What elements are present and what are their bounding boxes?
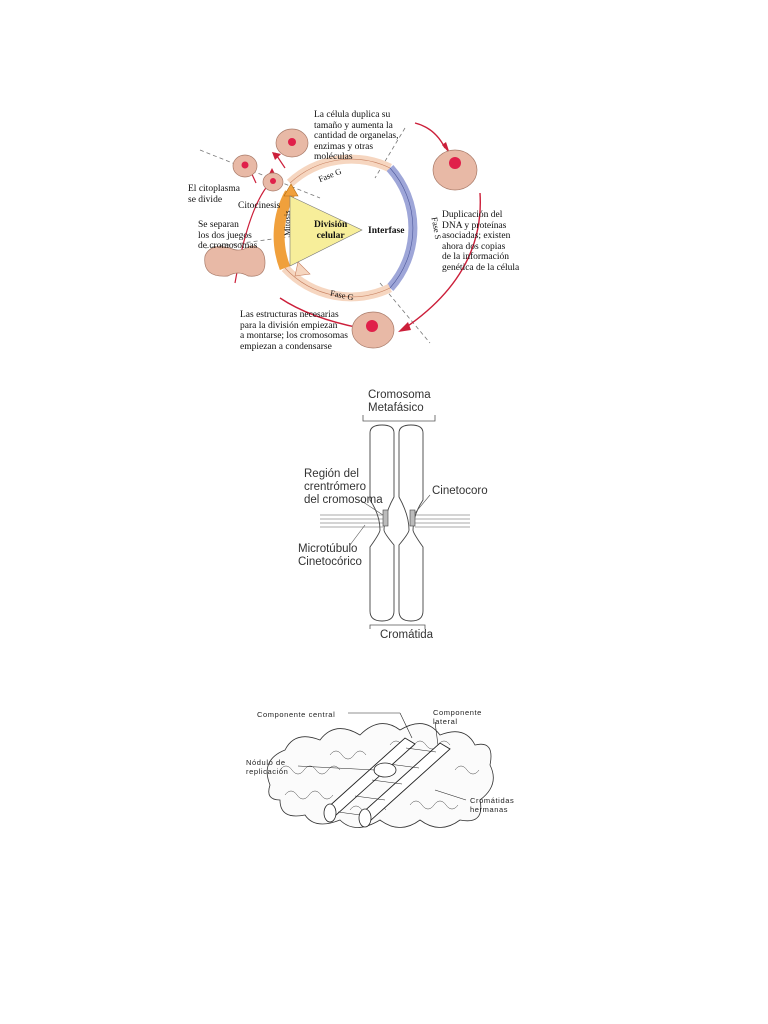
sister-chromatids-label: Cromátidas hermanas (470, 796, 515, 814)
interphase-label: Interfase (368, 226, 405, 236)
centromere-region-label: Región del crentrómero del cromosoma (304, 468, 383, 506)
structures-form-label: Las estructuras necesarias para la divis… (240, 310, 348, 352)
replication-node-label: Nódulo de replicación (246, 758, 289, 776)
cell-division-label: División celular (314, 220, 348, 241)
kinetochore-label: Cinetocoro (432, 485, 488, 497)
cytokinesis-label: Citocinesis (238, 201, 281, 211)
mitosis-label: Mitosis (282, 210, 292, 236)
cell-cycle-graphic (199, 122, 481, 349)
lateral-component-label: Componente lateral (433, 708, 482, 726)
cell-duplicates-label: La célula duplica su tamaño y aumenta la… (314, 110, 399, 162)
metaphase-chromosome-diagram: Cromosoma Metafásico Región del crentróm… (280, 385, 520, 645)
synaptonemal-graphic (266, 712, 494, 828)
synaptonemal-complex-diagram: Componente central Componente lateral Nó… (240, 700, 540, 840)
cytoplasm-divides-label: El citoplasma se divide (188, 184, 240, 205)
cell-cycle-diagram: La célula duplica su tamaño y aumenta la… (180, 98, 540, 358)
chromosome-graphic (320, 415, 470, 629)
metaphase-chromosome-label: Cromosoma Metafásico (368, 389, 431, 414)
chromosome-sets-label: Se separan los dos juegos de cromosomas (198, 220, 258, 251)
chromatid-label: Cromátida (380, 629, 434, 641)
central-component-label: Componente central (257, 710, 336, 719)
dna-duplication-label: Duplicación del DNA y proteínas asociada… (442, 210, 520, 273)
microtubule-label: Microtúbulo Cinetocórico (298, 543, 362, 568)
